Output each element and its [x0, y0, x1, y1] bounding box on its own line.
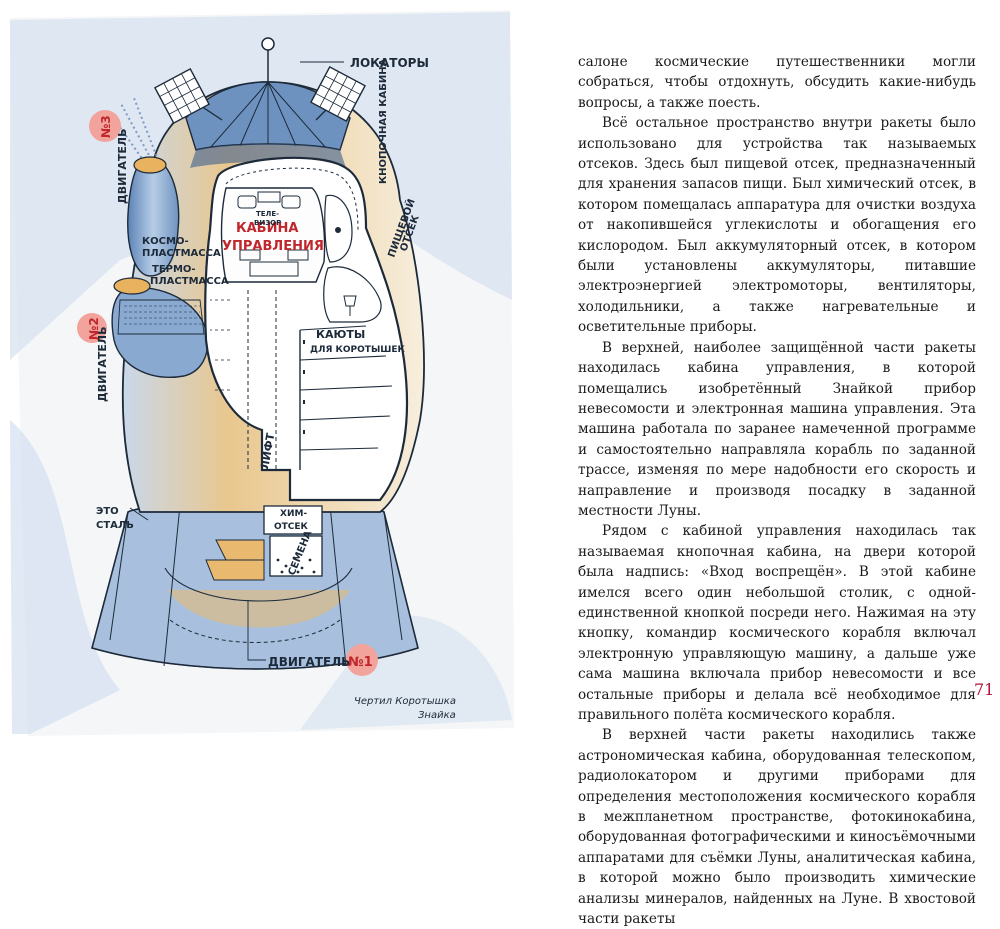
- page-number: 71: [974, 680, 995, 699]
- paragraph: В верхней части ракеты находились также …: [578, 727, 976, 928]
- shorties-cabins: [299, 325, 393, 470]
- label-cabins-1: КАЮТЫ: [316, 328, 365, 341]
- rocket-schematic: ЛОКАТОРЫ КНОПОЧНАЯ КАБИНА ДВИГАТЕЛЬ №3 К…: [10, 10, 514, 736]
- label-locators: ЛОКАТОРЫ: [350, 56, 429, 70]
- label-engine-2: ДВИГАТЕЛЬ: [96, 327, 109, 402]
- label-button-cabin: КНОПОЧНАЯ КАБИНА: [378, 58, 389, 184]
- engine-badges: [77, 110, 378, 676]
- illustration-page: ЛОКАТОРЫ КНОПОЧНАЯ КАБИНА ДВИГАТЕЛЬ №3 К…: [0, 0, 520, 744]
- label-thermo-1: ТЕРМО-: [152, 264, 196, 275]
- locator-right: [310, 66, 366, 122]
- paragraph: Рядом с кабиной управления находилась та…: [578, 523, 976, 723]
- antenna: [261, 37, 275, 82]
- paragraph: салоне космические путешественники могли…: [578, 54, 976, 111]
- label-thermo-2: ПЛАСТМАССА: [150, 276, 229, 287]
- signature-line-2: Знайка: [418, 710, 456, 721]
- label-engine-1-num: №1: [348, 655, 373, 670]
- text-page: салоне космические путешественники могли…: [560, 0, 1000, 927]
- label-cosmo-1: КОСМО-: [142, 236, 189, 247]
- engine-2-pod: [111, 277, 209, 378]
- control-cabin: [220, 187, 326, 283]
- label-engine-3: ДВИГАТЕЛЬ: [116, 129, 129, 204]
- button-cabin: [324, 194, 353, 263]
- paragraph: В верхней, наиболее защищённой части рак…: [578, 339, 976, 519]
- label-cosmo-2: ПЛАСТМАССА: [142, 248, 221, 259]
- locator-left: [154, 68, 223, 124]
- signature-line-1: Чертил Коротышка: [354, 696, 456, 707]
- paragraph: Всё остальное пространство внутри ракеты…: [578, 115, 976, 336]
- food-compartment: [323, 266, 382, 323]
- label-chem-1: ХИМ-: [280, 509, 307, 519]
- label-control-cabin-1: КАБИНА: [236, 221, 298, 236]
- leader-lines: [129, 61, 344, 661]
- engine-3-pod: [107, 97, 180, 277]
- label-control-cabin-2: УПРАВЛЕНИЯ: [222, 239, 324, 254]
- label-eto-steel-2: СТАЛЬ: [96, 520, 134, 531]
- rocket-skirt: [91, 501, 419, 670]
- lift-shaft: [210, 290, 277, 470]
- label-eto-steel-1: ЭТО: [96, 506, 119, 517]
- label-chem-2: ОТСЕК: [274, 522, 309, 532]
- label-engine-3-num: №3: [99, 115, 113, 138]
- body-text: салоне космические путешественники могли…: [578, 52, 976, 929]
- label-cabins-2: ДЛЯ КОРОТЫШЕК: [310, 345, 406, 355]
- label-lift: ЛИФТ: [258, 432, 277, 471]
- label-tv-2: ВИЗОР: [254, 219, 281, 227]
- label-engine-1: ДВИГАТЕЛЬ: [268, 655, 350, 669]
- chem-and-seeds: [205, 505, 323, 581]
- label-engine-2-num: №2: [87, 317, 101, 340]
- label-tv-1: ТЕЛЕ-: [256, 210, 279, 218]
